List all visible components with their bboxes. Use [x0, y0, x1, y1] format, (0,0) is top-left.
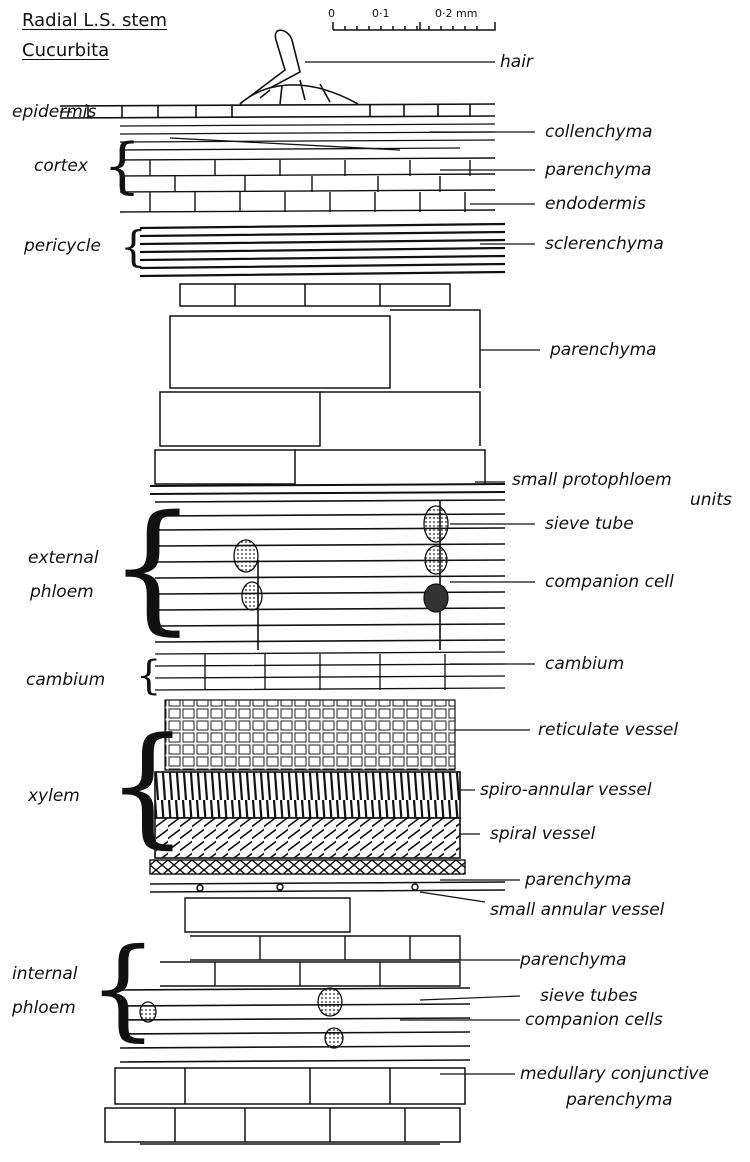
companion-cells-external: [234, 506, 448, 612]
title-line-2: Cucurbita: [22, 40, 109, 62]
label-reticulate-vessel: reticulate vessel: [538, 720, 678, 740]
xylem-parenchyma: [150, 860, 465, 874]
cambium-layer: [155, 652, 505, 690]
label-parenchyma-outer: parenchyma: [550, 340, 657, 360]
label-small-annular-vessel: small annular vessel: [490, 900, 664, 920]
label-companion-cell: companion cell: [545, 572, 674, 592]
label-external: external: [28, 548, 99, 568]
inner-parenchyma: [160, 898, 460, 986]
label-spiro-annular-vessel: spiro-annular vessel: [480, 780, 652, 800]
label-units: units: [690, 490, 732, 510]
outer-parenchyma: [155, 284, 485, 484]
companion-cells-internal: [140, 988, 343, 1048]
sclerenchyma-band: [140, 224, 505, 276]
label-collenchyma: collenchyma: [545, 122, 653, 142]
label-hair: hair: [500, 52, 533, 72]
spiral-vessel: [155, 818, 460, 858]
epidermis-layer: [60, 104, 495, 118]
external-phloem-cells: [155, 500, 505, 650]
spiro-annular-vessel: [155, 772, 460, 818]
label-epidermis: epidermis: [12, 102, 96, 122]
brace-internal-phloem: {: [88, 918, 158, 1058]
cortex-parenchyma: [120, 158, 495, 192]
scale-bar: [333, 22, 495, 30]
label-pericycle: pericycle: [24, 236, 101, 256]
brace-external-phloem: {: [108, 478, 197, 658]
label-parenchyma-xylem: parenchyma: [525, 870, 632, 890]
label-phloem-external: phloem: [30, 582, 94, 602]
small-annular-vessel: [150, 882, 505, 892]
label-cambium-left: cambium: [26, 670, 105, 690]
brace-xylem: {: [106, 700, 189, 870]
brace-cambium: {: [136, 654, 161, 698]
label-spiral-vessel: spiral vessel: [490, 824, 595, 844]
scale-tick-0: 0: [328, 8, 335, 20]
scale-tick-01: 0·1: [372, 8, 390, 20]
label-parenchyma-cortex: parenchyma: [545, 160, 652, 180]
label-internal: internal: [12, 964, 78, 984]
label-medullary-conjunctive: medullary conjunctive: [520, 1064, 709, 1084]
label-cortex: cortex: [34, 156, 88, 176]
label-phloem-internal: phloem: [12, 998, 76, 1018]
label-parenchyma-inner: parenchyma: [520, 950, 627, 970]
brace-cortex: {: [103, 126, 141, 206]
endodermis-layer: [120, 192, 495, 212]
label-endodermis: endodermis: [545, 194, 646, 214]
label-small-protophloem: small protophloem: [512, 470, 672, 490]
protophloem-units: [150, 484, 505, 494]
brace-pericycle: {: [120, 222, 147, 272]
collenchyma-layer: [120, 124, 495, 150]
label-medullary-parenchyma: parenchyma: [566, 1090, 673, 1110]
reticulate-vessel: [165, 700, 455, 770]
label-cambium-right: cambium: [545, 654, 624, 674]
title-line-1: Radial L.S. stem: [22, 10, 167, 32]
scale-tick-02mm: 0·2 mm: [435, 8, 477, 20]
label-sieve-tubes: sieve tubes: [540, 986, 638, 1006]
label-sclerenchyma: sclerenchyma: [545, 234, 664, 254]
internal-phloem-cells: [120, 988, 470, 1062]
label-xylem: xylem: [28, 786, 80, 806]
label-sieve-tube: sieve tube: [545, 514, 634, 534]
medullary-parenchyma: [105, 1068, 465, 1144]
hair: [240, 30, 358, 104]
label-companion-cells: companion cells: [525, 1010, 663, 1030]
